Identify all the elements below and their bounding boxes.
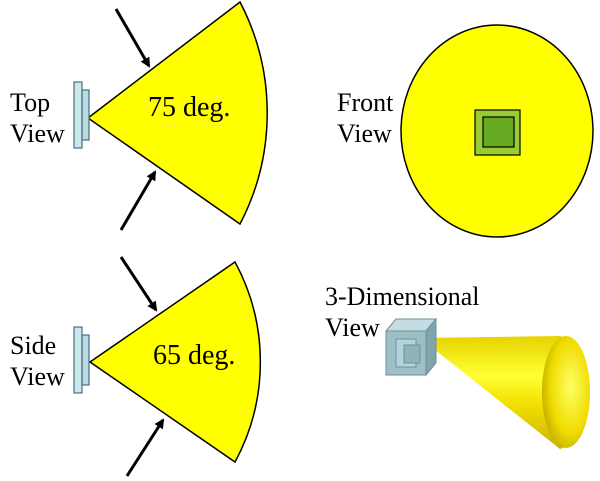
top-view-angle-label: 75 deg. — [148, 92, 231, 123]
side-view-arrow-lower-icon — [125, 418, 165, 477]
top-view-group — [73, 0, 268, 231]
top-view-label: Top View — [10, 87, 65, 149]
side-view-label: Side View — [10, 330, 65, 392]
three-d-view-label: 3-Dimensional View — [325, 281, 480, 343]
front-view-group — [400, 24, 594, 238]
three-d-beam-cone — [420, 336, 583, 449]
side-view-arrow-upper-icon — [119, 256, 158, 312]
three-d-view-label-line1: 3-Dimensional — [325, 282, 480, 311]
top-view-arrow-upper-icon — [114, 8, 151, 68]
three-d-beam-cone-cap — [542, 336, 590, 448]
top-view-sensor-icon — [73, 81, 90, 149]
three-d-view-group — [384, 317, 590, 449]
side-view-group — [73, 256, 262, 477]
side-view-sensor-icon — [73, 326, 90, 394]
top-view-label-line1: Top — [10, 88, 51, 117]
three-d-view-label-line2: View — [325, 313, 380, 342]
front-view-label-line1: Front — [337, 88, 394, 117]
top-view-arrow-lower-icon — [119, 170, 157, 231]
front-view-label: Front View — [337, 87, 393, 149]
side-view-beam-sector — [88, 260, 262, 464]
front-view-sensor-inner — [482, 116, 515, 148]
top-view-beam-sector — [86, 0, 268, 226]
side-view-angle-label: 65 deg. — [153, 340, 236, 371]
top-view-label-line2: View — [10, 119, 65, 148]
three-d-sensor-icon — [384, 317, 438, 377]
side-view-label-line2: View — [10, 362, 65, 391]
front-view-label-line2: View — [337, 119, 392, 148]
side-view-label-line1: Side — [10, 331, 57, 360]
